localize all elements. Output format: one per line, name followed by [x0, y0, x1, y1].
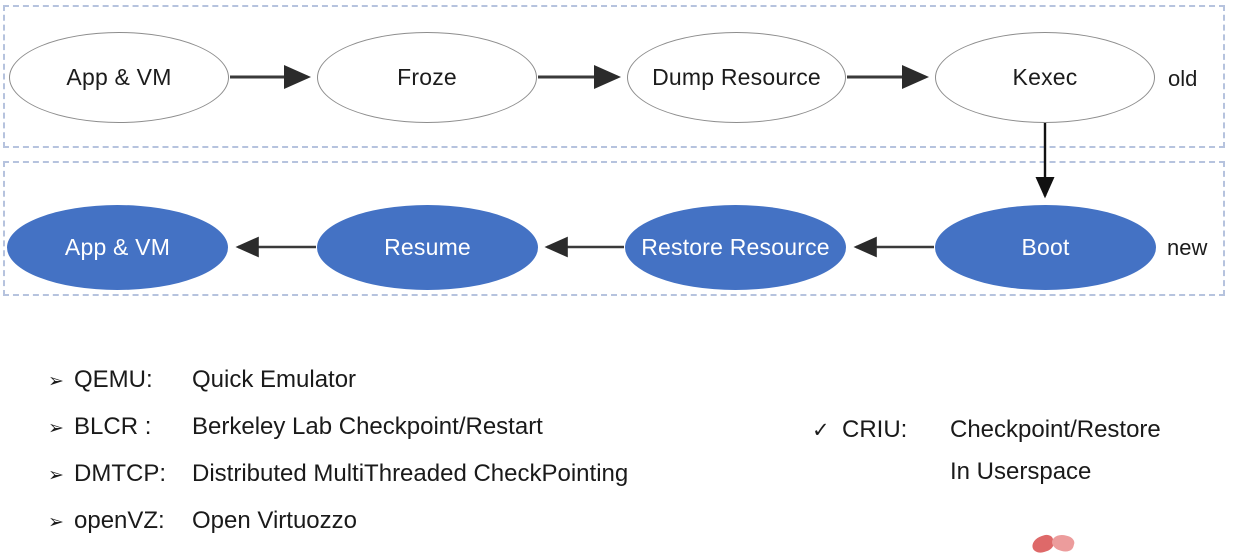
list-item-term: BLCR :	[74, 413, 152, 440]
node-label: Froze	[397, 64, 457, 90]
list-item-desc: Berkeley Lab Checkpoint/Restart	[192, 413, 543, 440]
group-label-new: new	[1167, 235, 1208, 260]
decorative-logo-fragment	[1032, 532, 1078, 554]
node-label: App & VM	[64, 234, 171, 260]
logo-petal-icon	[1050, 532, 1076, 554]
list-item-criu: ✓ CRIU: Checkpoint/Restore	[812, 418, 1222, 442]
node-boot[interactable]: Boot	[935, 205, 1156, 290]
group-label-old: old	[1168, 66, 1198, 91]
arrow-bullet-icon: ➢	[48, 512, 64, 533]
list-item: ➢ BLCR : Berkeley Lab Checkpoint/Restart	[48, 415, 748, 439]
list-item: ➢ DMTCP: Distributed MultiThreaded Check…	[48, 462, 748, 486]
list-item-desc-line2: In Userspace	[950, 458, 1092, 485]
list-item-term: QEMU:	[74, 366, 153, 393]
node-app-vm-old[interactable]: App & VM	[9, 32, 229, 123]
list-item-term: DMTCP:	[74, 460, 166, 487]
list-item-term: CRIU:	[842, 416, 908, 443]
node-froze[interactable]: Froze	[317, 32, 537, 123]
node-label: App & VM	[66, 64, 172, 90]
list-item: ➢ openVZ: Open Virtuozzo	[48, 509, 748, 533]
legend-list-left: ➢ QEMU: Quick Emulator ➢ BLCR : Berkeley…	[48, 368, 748, 556]
list-item-desc: Quick Emulator	[192, 366, 357, 393]
node-label: Boot	[1021, 234, 1070, 260]
node-resume[interactable]: Resume	[317, 205, 538, 290]
node-kexec[interactable]: Kexec	[935, 32, 1155, 123]
arrow-bullet-icon: ➢	[48, 418, 64, 439]
list-item: ➢ QEMU: Quick Emulator	[48, 368, 748, 392]
node-label: Kexec	[1012, 64, 1078, 90]
node-label: Dump Resource	[652, 64, 821, 90]
arrow-bullet-icon: ➢	[48, 465, 64, 486]
node-restore-resource[interactable]: Restore Resource	[625, 205, 846, 290]
group-box-old	[3, 5, 1225, 148]
arrow-bullet-icon: ➢	[48, 371, 64, 392]
list-item-desc: Open Virtuozzo	[192, 507, 357, 534]
check-icon: ✓	[812, 419, 830, 442]
node-dump-resource[interactable]: Dump Resource	[627, 32, 846, 123]
node-label: Restore Resource	[641, 234, 830, 260]
list-item-desc: Distributed MultiThreaded CheckPointing	[192, 460, 629, 487]
node-app-vm-new[interactable]: App & VM	[7, 205, 228, 290]
list-item-term: openVZ:	[74, 507, 165, 534]
list-item-desc: Checkpoint/Restore	[950, 416, 1161, 443]
group-box-new	[3, 161, 1225, 296]
legend-list-right: ✓ CRIU: Checkpoint/Restore In Userspace	[812, 418, 1222, 484]
node-label: Resume	[384, 234, 471, 260]
